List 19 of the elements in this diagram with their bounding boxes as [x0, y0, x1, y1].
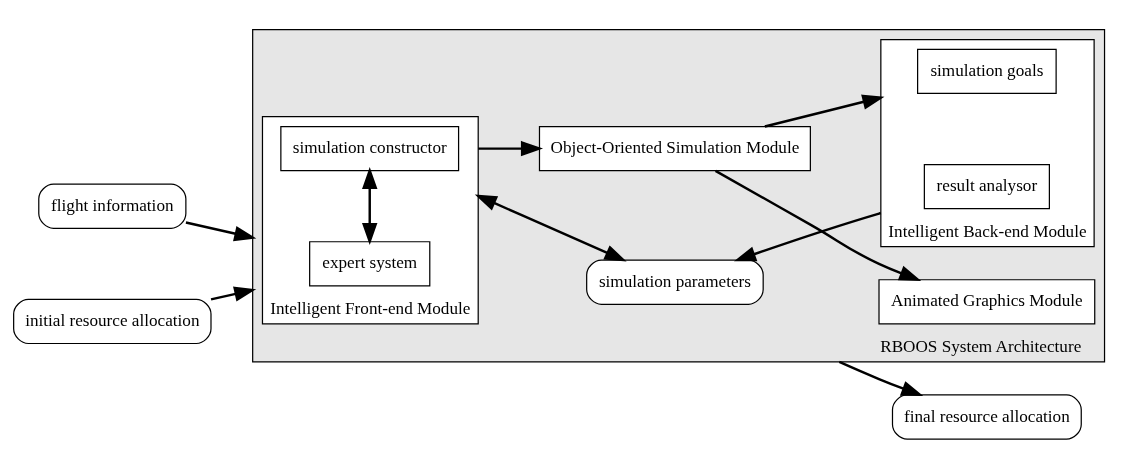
node-box: initial resource allocation [13, 298, 212, 344]
node-box: expert system [309, 240, 431, 286]
arrow [478, 140, 543, 156]
arrow [714, 169, 922, 281]
arrow [362, 166, 378, 245]
arrow [733, 211, 882, 261]
node-box: flight information [38, 183, 187, 229]
arrow [764, 94, 885, 128]
arrow [210, 286, 257, 302]
arrow [838, 360, 924, 396]
arrow [185, 220, 257, 241]
node-box: Object-Oriented Simulation Module [538, 125, 811, 171]
node-box: Animated Graphics Module [878, 278, 1096, 324]
node-box: simulation goals [917, 48, 1057, 94]
node-box: simulation constructor [280, 125, 460, 171]
node-box: final resource allocation [891, 393, 1082, 440]
node-box: simulation parameters [586, 259, 764, 305]
arrow [474, 193, 627, 261]
node-box: result analysor [923, 163, 1050, 209]
